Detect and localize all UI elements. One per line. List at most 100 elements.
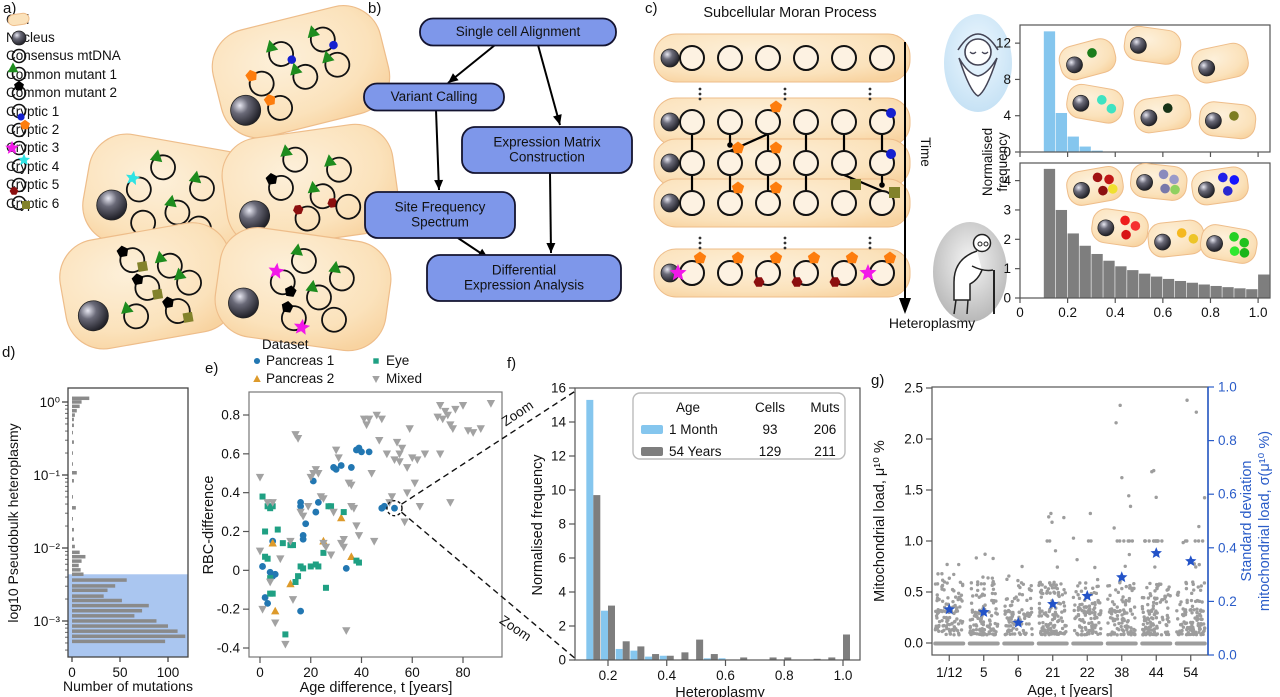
panel-label-e: e) xyxy=(205,360,219,377)
svg-text:Standard deviation: Standard deviation xyxy=(1239,461,1255,582)
svg-text:0: 0 xyxy=(232,563,240,578)
svg-text:10⁰: 10⁰ xyxy=(40,395,60,410)
svg-text:10⁻¹: 10⁻¹ xyxy=(33,468,60,483)
svg-text:0.0: 0.0 xyxy=(904,636,923,651)
svg-text:Time: Time xyxy=(918,137,933,167)
svg-text:Dataset: Dataset xyxy=(262,337,309,352)
svg-text:8: 8 xyxy=(1003,72,1011,87)
legend-item-label: Cryptic 3 xyxy=(6,140,60,156)
svg-text:Age, t [years]: Age, t [years] xyxy=(1027,683,1112,697)
svg-text:Normalised: Normalised xyxy=(980,128,995,196)
e-series-eye xyxy=(259,493,362,638)
svg-text:0.4: 0.4 xyxy=(1218,540,1237,555)
square-icon xyxy=(11,195,30,211)
svg-text:Age difference, t [years]: Age difference, t [years] xyxy=(300,680,453,696)
svg-text:0.8: 0.8 xyxy=(775,668,794,683)
svg-text:54 Years: 54 Years xyxy=(669,444,722,459)
svg-text:100: 100 xyxy=(157,665,180,680)
svg-text:0.8: 0.8 xyxy=(221,408,240,423)
legend-item-label: Common mutant 2 xyxy=(6,85,118,101)
panel-label-a: a) xyxy=(3,0,17,17)
cell xyxy=(214,227,392,352)
svg-text:0.6: 0.6 xyxy=(716,668,735,683)
d-bars xyxy=(72,396,186,644)
panel-label-d: d) xyxy=(2,344,16,361)
svg-text:RBC-difference: RBC-difference xyxy=(201,476,217,575)
svg-text:0.4: 0.4 xyxy=(221,485,240,500)
panel-c-moran-process: Subcellular Moran ProcessTimeHeteroplasm… xyxy=(653,5,1271,331)
svg-text:3: 3 xyxy=(1003,202,1011,217)
svg-text:Number of mutations: Number of mutations xyxy=(63,678,193,694)
svg-text:0.2: 0.2 xyxy=(1218,594,1237,609)
cell xyxy=(211,5,391,139)
svg-text:Muts: Muts xyxy=(810,400,840,415)
svg-text:0: 0 xyxy=(1016,305,1024,320)
svg-text:Normalised frequency: Normalised frequency xyxy=(530,454,546,596)
svg-text:211: 211 xyxy=(814,444,836,459)
svg-text:0: 0 xyxy=(68,665,76,680)
star-icon xyxy=(5,140,27,156)
legend-item: Nucleus xyxy=(6,28,121,46)
legend-item: Cryptic 2 xyxy=(6,119,121,138)
svg-text:22: 22 xyxy=(1080,665,1095,680)
legend-item-label: Cryptic 2 xyxy=(6,122,60,138)
svg-text:0: 0 xyxy=(256,665,264,680)
panel-a-legend: CellNucleusConsensus mtDNA Common mutant … xyxy=(5,10,121,212)
legend-item-label: Common mutant 1 xyxy=(6,66,118,82)
panel-label-c: c) xyxy=(645,0,658,17)
panel-label-f: f) xyxy=(507,355,517,372)
f-bars xyxy=(586,399,850,660)
svg-text:5: 5 xyxy=(980,665,988,680)
svg-text:0.8: 0.8 xyxy=(1218,433,1237,448)
legend-item: Cryptic 3 xyxy=(5,139,121,157)
svg-text:1.0: 1.0 xyxy=(1218,380,1237,395)
svg-text:1.0: 1.0 xyxy=(1249,305,1268,320)
legend-item: Cell xyxy=(6,10,121,28)
svg-text:206: 206 xyxy=(814,422,837,437)
svg-text:Cells: Cells xyxy=(755,400,785,415)
svg-text:Spectrum: Spectrum xyxy=(411,215,469,230)
legend-item: Cryptic 1 xyxy=(6,102,121,121)
svg-text:Subcellular Moran Process: Subcellular Moran Process xyxy=(703,5,876,21)
svg-text:0: 0 xyxy=(558,653,566,668)
svg-text:Expression Matrix: Expression Matrix xyxy=(493,135,601,150)
svg-text:2: 2 xyxy=(558,619,566,634)
svg-text:2: 2 xyxy=(1003,232,1011,247)
flow-node-vc: Variant Calling xyxy=(363,82,505,112)
svg-text:2.5: 2.5 xyxy=(904,381,923,396)
svg-text:Age: Age xyxy=(676,400,700,415)
baby-icon xyxy=(944,14,1012,112)
legend-item-label: Cryptic 4 xyxy=(6,158,60,174)
legend-item-label: Consensus mtDNA xyxy=(6,48,121,64)
panel-g-strip-plot: 0.00.51.01.52.02.50.00.20.40.60.81.01/12… xyxy=(872,380,1273,697)
old-man-icon xyxy=(933,222,1007,322)
svg-text:38: 38 xyxy=(1114,665,1129,680)
svg-text:8: 8 xyxy=(558,517,566,532)
svg-text:1 Month: 1 Month xyxy=(669,422,718,437)
svg-text:14: 14 xyxy=(551,415,567,430)
panel-a-cells xyxy=(59,5,399,352)
svg-text:93: 93 xyxy=(762,422,777,437)
svg-text:4: 4 xyxy=(1003,108,1011,123)
svg-text:10⁻³: 10⁻³ xyxy=(33,614,60,629)
cell xyxy=(82,133,260,261)
svg-text:Heteroplasmy: Heteroplasmy xyxy=(889,315,975,331)
svg-text:0.2: 0.2 xyxy=(221,524,240,539)
legend-item-label: Cryptic 5 xyxy=(6,177,60,193)
svg-text:mitochondrial load, σ(μ¹⁰ %): mitochondrial load, σ(μ¹⁰ %) xyxy=(1257,431,1273,611)
legend-item-label: Cryptic 6 xyxy=(6,195,60,211)
svg-text:0.4: 0.4 xyxy=(1106,305,1125,320)
legend-item: Common mutant 2 xyxy=(6,80,121,102)
svg-text:1.5: 1.5 xyxy=(904,483,923,498)
svg-text:20: 20 xyxy=(303,665,318,680)
svg-text:0.8: 0.8 xyxy=(1201,305,1220,320)
svg-text:10⁻²: 10⁻² xyxy=(33,541,60,556)
svg-text:log10 Pseudobulk heteroplasmy: log10 Pseudobulk heteroplasmy xyxy=(5,423,21,622)
svg-text:Mitochondrial load, μ¹⁰ %: Mitochondrial load, μ¹⁰ % xyxy=(872,440,888,602)
svg-text:44: 44 xyxy=(1149,665,1165,680)
